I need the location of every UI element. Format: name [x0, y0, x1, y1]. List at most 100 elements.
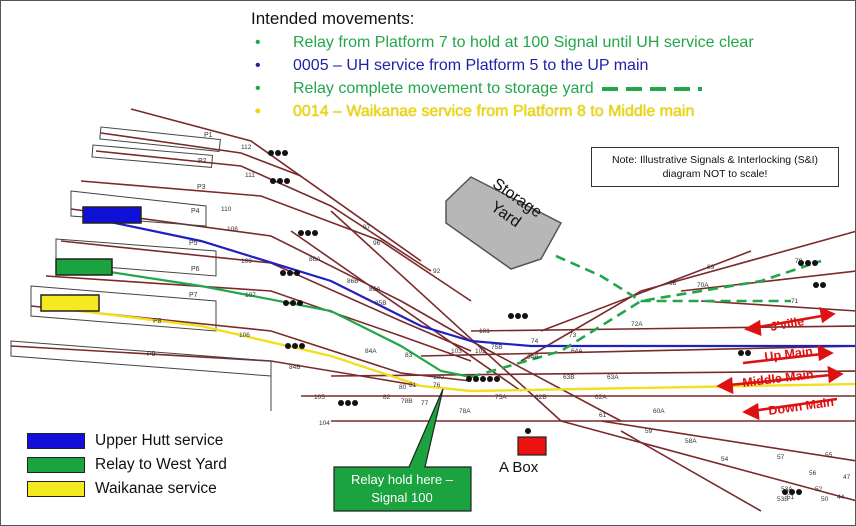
waikanae-train	[40, 294, 100, 312]
legend-item-upper-hutt: Upper Hutt service	[27, 429, 227, 453]
point-number: 58A	[685, 438, 697, 445]
direction-arrows	[716, 306, 844, 421]
point-number: 56	[809, 470, 817, 477]
point-number: 63A	[607, 374, 619, 381]
platform-label-p3: P3	[197, 184, 206, 191]
platform-label-p7: P7	[189, 292, 198, 299]
point-number: 79	[795, 258, 803, 265]
movements-title: Intended movements:	[251, 9, 415, 28]
storage-yard-shape	[445, 176, 563, 270]
relay-storage-branch	[555, 254, 791, 303]
point-number: 61	[599, 412, 607, 419]
abox-label: A Box	[499, 459, 539, 476]
signal-number: 109	[241, 258, 252, 265]
dashed-line-sample	[601, 86, 702, 91]
legend-item-relay: Relay to West Yard	[27, 453, 227, 477]
point-number: 55	[825, 452, 833, 459]
movement-item: • 0014 – Waikanae service from Platform …	[251, 100, 851, 123]
track-network	[10, 108, 855, 512]
point-number: 72A	[631, 321, 643, 328]
movement-text: Relay from Platform 7 to hold at 100 Sig…	[293, 34, 754, 51]
point-number: 82	[383, 394, 391, 401]
signal-number: 103	[451, 348, 462, 355]
legend: Upper Hutt service Relay to West Yard Wa…	[27, 429, 227, 501]
point-number: 63B	[563, 374, 575, 381]
point-number: 62B	[535, 394, 547, 401]
signal-number: 112	[241, 144, 252, 151]
signal-symbols	[268, 150, 826, 495]
legend-label: Waikanae service	[95, 480, 217, 497]
note-box: Note: Illustrative Signals & Interlockin…	[591, 147, 839, 187]
uh-service-path	[95, 217, 855, 348]
signal-number: 111	[245, 172, 255, 179]
callout-shape	[333, 388, 472, 512]
point-number: 68	[669, 280, 677, 287]
point-number: 69	[707, 264, 715, 271]
relay-path	[70, 264, 472, 379]
uh-train	[82, 206, 142, 224]
movement-text: Relay complete movement to storage yard	[293, 80, 594, 97]
intended-movements: Intended movements: • Relay from Platfor…	[251, 9, 851, 123]
point-number: 85A	[369, 286, 381, 293]
platform-label-p5: P5	[189, 240, 198, 247]
platform-outlines	[10, 126, 272, 411]
point-number: 86B	[347, 278, 359, 285]
waikanae-path	[40, 304, 855, 393]
movement-item: • Relay complete movement to storage yar…	[251, 77, 851, 100]
movement-item: • 0005 – UH service from Platform 5 to t…	[251, 54, 851, 77]
point-number: 50	[821, 496, 829, 503]
signal-number: 106	[239, 332, 250, 339]
point-number: 84B	[289, 364, 301, 371]
movement-bullet: •	[255, 34, 261, 51]
point-number: 64A	[571, 348, 583, 355]
point-number: 96	[373, 240, 381, 247]
point-number: 92	[433, 268, 441, 275]
platform-label-p9: P9	[147, 351, 156, 358]
movement-item: • Relay from Platform 7 to hold at 100 S…	[251, 31, 851, 54]
platform-label-p2: P2	[198, 158, 207, 165]
point-number: 84A	[365, 348, 377, 355]
point-number: 53B	[777, 496, 789, 503]
point-number: 44	[837, 494, 845, 501]
point-number: 59	[645, 428, 653, 435]
point-number: 51	[787, 494, 795, 501]
point-number: 85B	[375, 300, 387, 307]
platform-label-p8: P8	[153, 318, 162, 325]
platform-label-p1: P1	[204, 132, 213, 139]
point-number: 73	[569, 332, 577, 339]
point-number: 64B	[527, 354, 539, 361]
point-labels: 97969286A86B85A85B84A84B838281807978A78B…	[289, 224, 851, 503]
line-label-jville: J'ville	[769, 314, 805, 334]
point-number: 81	[409, 382, 417, 389]
signal-number: 110	[221, 206, 232, 213]
point-number: 57	[777, 454, 785, 461]
signal-number: 108	[227, 226, 238, 233]
line-label-up-main: Up Main	[764, 344, 814, 364]
movement-text: 0005 – UH service from Platform 5 to the…	[293, 57, 649, 74]
movement-bullet: •	[255, 103, 261, 120]
point-number: 80	[399, 384, 407, 391]
signal-number: 104	[319, 420, 330, 427]
legend-label: Relay to West Yard	[95, 456, 227, 473]
signal-number: 101	[479, 328, 490, 335]
legend-swatch	[27, 433, 85, 449]
signal-number: 105	[314, 394, 325, 401]
relay-train	[55, 258, 113, 276]
abox-shape	[517, 436, 547, 456]
point-number: 54	[721, 456, 729, 463]
legend-item-waikanae: Waikanae service	[27, 477, 227, 501]
legend-swatch	[27, 457, 85, 473]
signal-number: 107	[245, 292, 256, 299]
point-number: 47	[843, 474, 851, 481]
point-number: 71	[791, 298, 799, 305]
point-number: 75B	[491, 344, 503, 351]
point-number: 52	[815, 486, 823, 493]
signal-number: 102	[475, 348, 486, 355]
movement-bullet: •	[255, 57, 261, 74]
point-number: 60A	[653, 408, 665, 415]
point-number: 70A	[697, 282, 709, 289]
point-number: 76	[433, 382, 441, 389]
point-number: 62A	[595, 394, 607, 401]
signal-number: 100	[433, 374, 444, 381]
